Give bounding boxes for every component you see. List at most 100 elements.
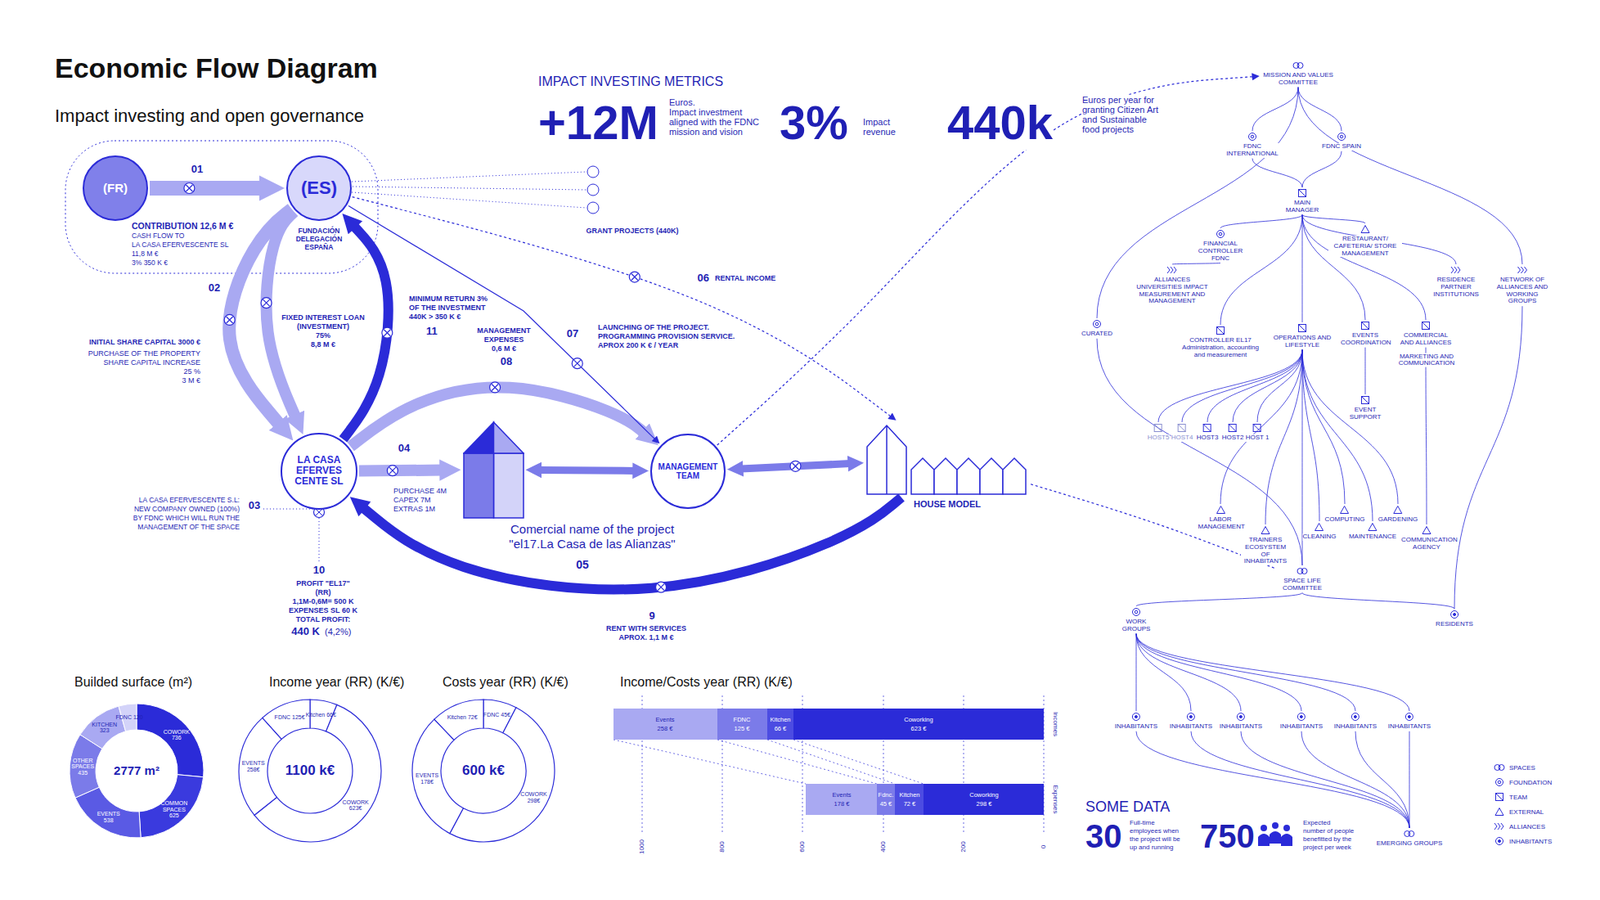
building-face [463, 453, 495, 518]
house-outline [957, 458, 980, 495]
org-text: LABOR MANAGEMENT [1198, 516, 1244, 531]
icon-stroke [1368, 523, 1377, 531]
cross-mark [184, 183, 195, 194]
label-text: 3% 350 K € [130, 259, 169, 268]
icon-stroke [1298, 324, 1307, 333]
house-outline [1002, 458, 1026, 495]
label-text: SHARE CAPITAL INCREASE [102, 358, 202, 367]
label-text: 623 € [910, 725, 928, 733]
grant-circle [587, 166, 599, 178]
legend: SPACESFOUNDATIONTEAMEXTERNALALLIANCESINH… [1493, 759, 1552, 849]
org-icon [1296, 566, 1308, 576]
label-text: FDNC 45€ [480, 712, 513, 719]
label-text: IMPACT INVESTING METRICS [537, 74, 724, 90]
icon-stroke [1496, 778, 1504, 787]
label-text: (RR) [314, 588, 333, 597]
org-item: CURATED [1081, 319, 1113, 338]
org-text: HOST4 [1171, 434, 1194, 442]
label-text: RENT WITH SERVICES [605, 624, 688, 633]
org-text: MAIN MANAGER [1281, 199, 1323, 215]
label-text: Coworking [903, 716, 934, 724]
org-text: INHABITANTS [1169, 723, 1213, 731]
cross-marks [184, 183, 801, 594]
connector [1355, 731, 1410, 828]
legend-symbol [1493, 762, 1506, 773]
org-icon [1201, 422, 1214, 433]
label-text: food projects [1081, 124, 1135, 135]
label-text: Expenses [1051, 783, 1059, 814]
bar-segment [717, 708, 768, 740]
icon-stroke [1361, 225, 1370, 234]
connector [1425, 347, 1427, 525]
org-item: INHABITANTS [1280, 711, 1323, 731]
legend-item: ALLIANCES [1493, 818, 1552, 834]
icon-stroke [1422, 322, 1430, 330]
org-icon [1313, 521, 1326, 532]
label-text: KITCHEN 323 [88, 721, 122, 734]
label-text: CONTRIBUTION 12,6 M € [130, 220, 234, 231]
label-text: COWORK 623€ [339, 798, 373, 811]
org-item: COMMERCIAL AND ALLIANCES [1397, 320, 1455, 347]
cross-mark [656, 581, 667, 593]
label-text: 06 [696, 272, 711, 285]
label-text: (INVESTMENT) [296, 322, 351, 331]
org-item: COMMUNICATION AGENCY [1401, 525, 1452, 552]
org-text: FINANCIAL CONTROLLER FDNC [1195, 240, 1245, 262]
label-text: (4,2%) [323, 626, 352, 638]
house-outline [979, 458, 1003, 495]
label-text: GRANT PROJECTS (440K) [584, 226, 679, 235]
org-item: HOST5 [1147, 422, 1170, 442]
org-text: INHABITANTS [1280, 723, 1323, 731]
org-item: MAIN MANAGER [1281, 188, 1323, 215]
org-icon [1296, 323, 1308, 333]
org-text: OPERATIONS AND LIFESTYLE [1269, 334, 1335, 350]
connector [1301, 731, 1410, 828]
icon-stroke [1393, 506, 1403, 514]
org-text: MISSION AND VALUES COMMITTEE [1261, 71, 1335, 87]
legend-symbol [1493, 835, 1506, 846]
label-text: EXPENSES [483, 335, 526, 344]
label-text: 9 [647, 610, 656, 623]
bar-segment [805, 783, 877, 815]
legend-text: INHABITANTS [1509, 837, 1552, 845]
cross-mark [571, 358, 583, 369]
connector [1136, 731, 1410, 828]
label-text: up and running [1128, 843, 1174, 851]
connector [1302, 350, 1398, 504]
label-text: Euros per year for [1081, 94, 1156, 106]
legend-item: EXTERNAL [1493, 804, 1552, 819]
org-icon [1448, 609, 1461, 620]
org-icon [1420, 525, 1433, 535]
label-text: revenue [862, 126, 897, 138]
connector [1302, 215, 1426, 320]
org-text: HOST2 [1222, 434, 1245, 442]
org-item: TRAINERS ECOSYSTEM OF INHABITANTS [1240, 525, 1290, 566]
people-icon [1258, 822, 1293, 846]
org-text: COMPUTING [1325, 516, 1366, 524]
org-text: EVENT SUPPORT [1344, 406, 1386, 422]
connector [1302, 593, 1455, 609]
label-text: PURCHASE OF THE PROPERTY [87, 349, 202, 358]
org-text: EMERGING GROUPS [1376, 840, 1443, 848]
org-text: CURATED [1081, 330, 1113, 338]
org-text: CLEANING [1303, 533, 1337, 541]
org-text: Administration, accounting and measureme… [1179, 344, 1262, 360]
connector [1220, 350, 1303, 504]
circle-shape [287, 156, 351, 221]
cross-mark [489, 382, 501, 393]
org-icon [1403, 711, 1416, 722]
connector [1191, 731, 1410, 828]
org-item: RESIDENTS [1435, 609, 1474, 629]
legend-text: FOUNDATION [1509, 778, 1552, 787]
label-text: MANAGEMENT [476, 326, 532, 335]
label-text: NEW COMPANY OWNED (100%) [133, 505, 241, 514]
org-icon [1335, 131, 1348, 142]
label-text: 0,6 M € [490, 344, 517, 353]
label-text: FDNC [732, 716, 752, 724]
connector [1136, 633, 1410, 711]
connector [1136, 593, 1303, 607]
connector [1096, 338, 1303, 566]
cross-mark [790, 460, 801, 472]
label-text: APROX. 1,1 M € [617, 633, 675, 642]
bar-segment [923, 783, 1044, 815]
